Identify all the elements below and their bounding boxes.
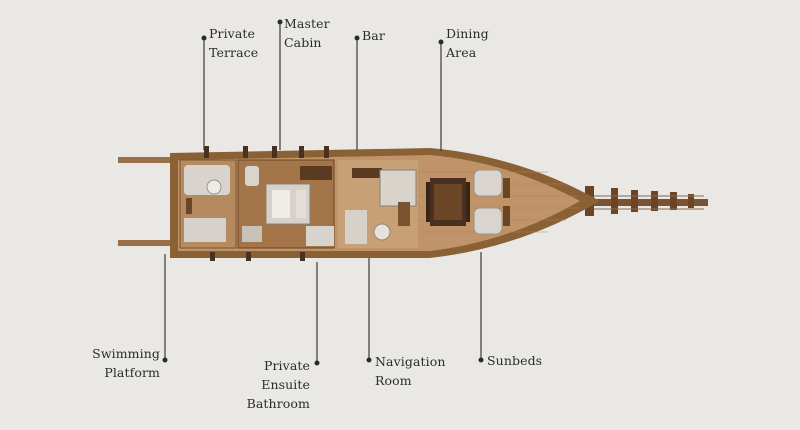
leader-lines <box>162 19 484 366</box>
terrace-area <box>179 159 237 249</box>
dining-area-illustration <box>426 178 470 226</box>
label-swimming-platform: Swimming Platform <box>92 346 160 380</box>
label-master-cabin: Master Cabin <box>284 16 330 50</box>
bar-area <box>338 160 418 248</box>
label-private-terrace: Private Terrace <box>209 26 259 60</box>
rigging-posts-bottom <box>210 252 305 261</box>
rigging-posts <box>204 146 329 158</box>
label-bar: Bar <box>362 28 385 43</box>
sunbeds-area <box>473 169 510 235</box>
label-dining-area: Dining Area <box>446 26 489 60</box>
label-sunbeds: Sunbeds <box>487 353 543 368</box>
stern-rail-bottom <box>118 240 180 246</box>
label-navigation-room: Navigation Room <box>375 354 446 388</box>
stern-rail-top <box>118 157 180 163</box>
master-cabin-area <box>237 159 335 249</box>
label-private-ensuite-bathroom: Private Ensuite Bathroom <box>246 358 310 411</box>
